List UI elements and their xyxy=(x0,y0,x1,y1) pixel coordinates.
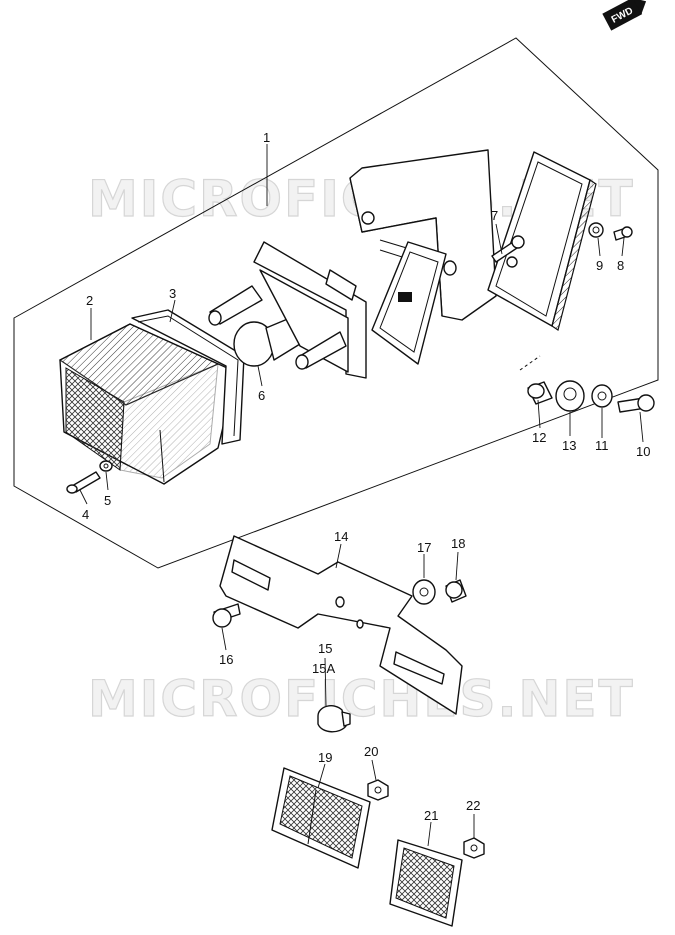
bracket-washer xyxy=(412,579,436,605)
leader-lines xyxy=(79,144,644,847)
lamp-socket-base xyxy=(208,241,367,379)
reflector-small xyxy=(389,839,463,927)
callout-4: 4 xyxy=(82,507,89,522)
license-light-socket xyxy=(371,241,447,365)
callout-13: 13 xyxy=(562,438,576,453)
callout-14: 14 xyxy=(334,529,348,544)
watermark-bottom: MICROFICHES.NET xyxy=(88,670,635,728)
reflector-small-nut xyxy=(463,837,485,859)
callout-10: 10 xyxy=(636,444,650,459)
grommet xyxy=(555,380,585,412)
callout-6: 6 xyxy=(258,388,265,403)
assembly-outline xyxy=(13,37,659,569)
screw-washer xyxy=(99,460,113,472)
reflector-nut xyxy=(367,779,389,801)
callout-5: 5 xyxy=(104,493,111,508)
callout-8: 8 xyxy=(617,258,624,273)
small-washer xyxy=(588,222,604,238)
callout-18: 18 xyxy=(451,536,465,551)
callout-21: 21 xyxy=(424,808,438,823)
bracket-bolt xyxy=(212,603,241,628)
callout-15a: 15A xyxy=(312,661,335,676)
callout-19: 19 xyxy=(318,750,332,765)
callout-16: 16 xyxy=(219,652,233,667)
callout-22: 22 xyxy=(466,798,480,813)
flat-washer xyxy=(591,384,613,408)
tail-lamp-lens xyxy=(58,323,237,485)
rubber-cushion xyxy=(317,705,351,733)
collar xyxy=(527,381,553,405)
callout-2: 2 xyxy=(86,293,93,308)
fwd-badge: FWD xyxy=(602,0,647,31)
small-bolt xyxy=(613,226,633,241)
rear-cover xyxy=(487,151,597,331)
callout-17: 17 xyxy=(417,540,431,555)
license-bracket xyxy=(219,535,463,715)
bracket-collar xyxy=(445,579,467,603)
callout-12: 12 xyxy=(532,430,546,445)
callout-3: 3 xyxy=(169,286,176,301)
mount-bolt xyxy=(617,394,655,413)
callout-7: 7 xyxy=(491,208,498,223)
callout-9: 9 xyxy=(596,258,603,273)
callout-11: 11 xyxy=(595,438,609,453)
cover-screw xyxy=(491,235,525,263)
lens-screw xyxy=(66,471,101,494)
lens-gasket xyxy=(131,309,245,445)
callout-1: 1 xyxy=(263,130,270,145)
reflector-large xyxy=(271,767,371,869)
callout-15: 15 xyxy=(318,641,332,656)
callout-20: 20 xyxy=(364,744,378,759)
